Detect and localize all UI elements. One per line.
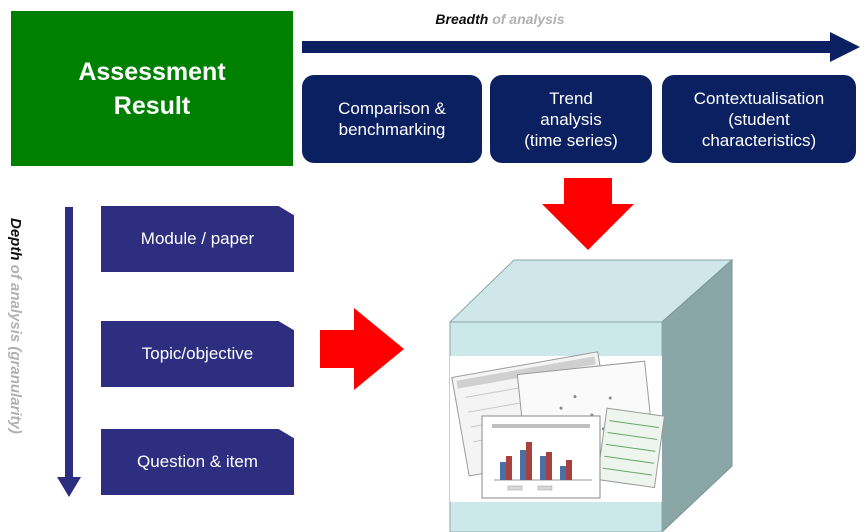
breadth-box-context: Contextualisation (student characteristi… (662, 75, 856, 163)
breadth-box-trend-line3: (time series) (524, 130, 618, 150)
breadth-box-context-line2: (student (728, 109, 790, 129)
right-arrow-icon (302, 32, 860, 62)
depth-box-topic-label: Topic/objective (141, 344, 254, 363)
depth-box-module-label: Module / paper (140, 229, 255, 248)
depth-label-rest: of analysis (granularity) (7, 260, 24, 434)
depth-box-module: Module / paper (101, 206, 294, 272)
breadth-box-context-line3: characteristics) (701, 130, 817, 150)
down-arrow-icon (57, 207, 81, 497)
depth-box-question: Question & item (101, 429, 294, 495)
breadth-box-comparison: Comparison & benchmarking (302, 75, 482, 163)
breadth-box-trend: Trend analysis (time series) (490, 75, 652, 163)
depth-box-question-label: Question & item (137, 452, 258, 471)
red-down-arrow-icon (542, 178, 634, 250)
breadth-box-comparison-line1: Comparison & (338, 99, 446, 118)
breadth-box-context-line1: Contextualisation (693, 88, 825, 108)
breadth-box-trend-line2: analysis (540, 109, 602, 129)
dashboard-thumbnail (451, 351, 666, 499)
data-cube-icon (448, 258, 734, 532)
breadth-label: Breadth of analysis (300, 11, 700, 27)
breadth-box-comparison-line2: benchmarking (338, 120, 446, 139)
depth-label-strong: Depth (7, 218, 24, 261)
depth-label: Depth of analysis (granularity) (4, 218, 24, 508)
depth-box-topic: Topic/objective (101, 321, 294, 387)
breadth-box-trend-line1: Trend (549, 88, 593, 108)
breadth-label-strong: Breadth (435, 11, 489, 27)
assessment-result-box: Assessment Result (11, 11, 293, 166)
red-right-arrow-icon (320, 308, 404, 390)
breadth-label-rest: of analysis (488, 11, 565, 27)
assessment-result-line1: Assessment (78, 57, 226, 86)
assessment-result-line2: Result (113, 91, 191, 120)
